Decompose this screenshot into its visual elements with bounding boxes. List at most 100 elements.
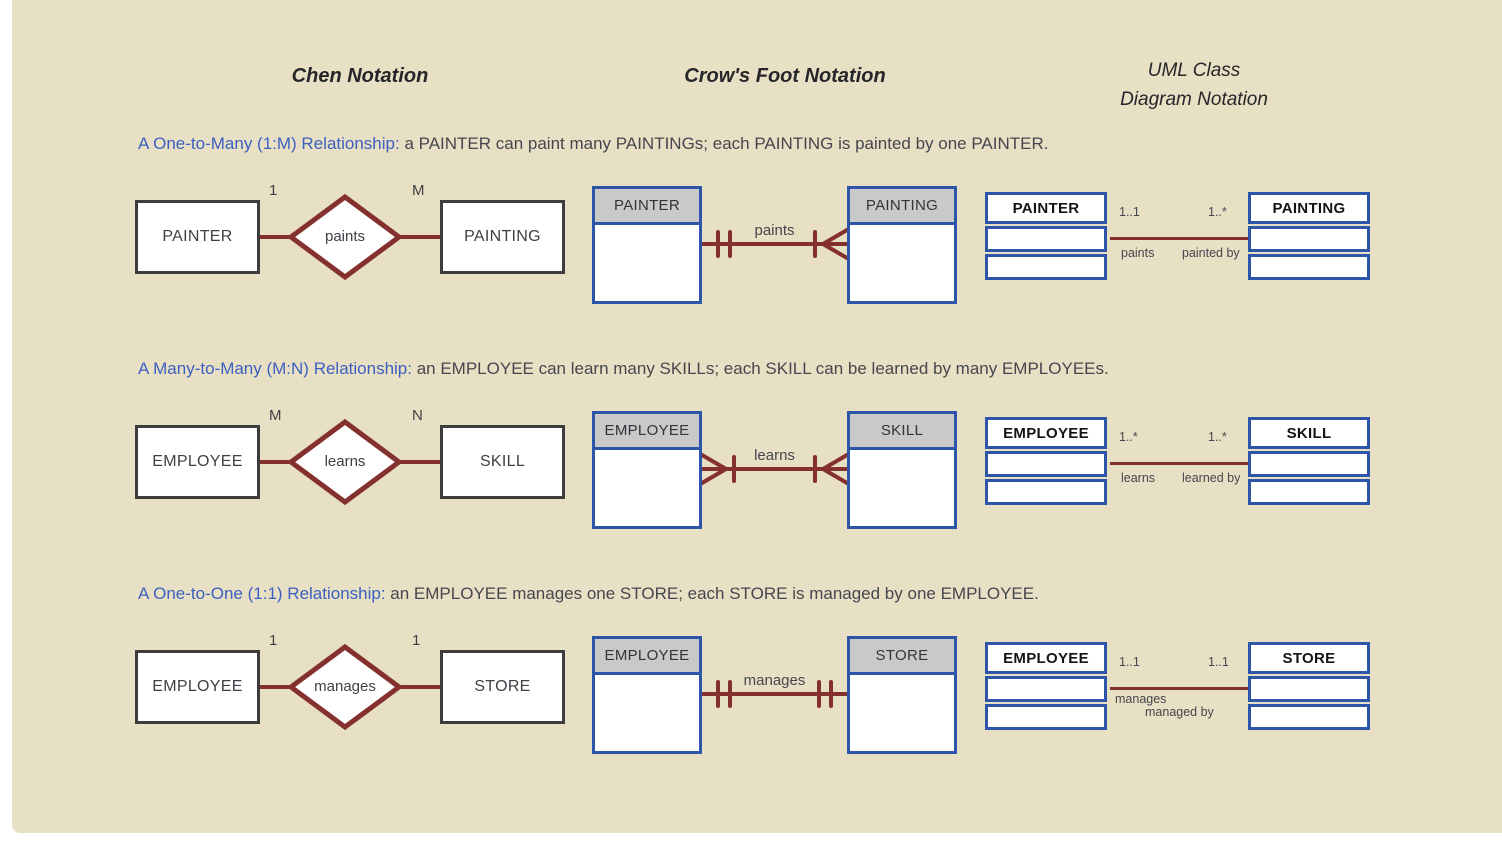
chen-cardinality-label: 1	[269, 182, 278, 199]
chen-cardinality-label: M	[412, 182, 425, 199]
chen-entity-box: EMPLOYEE	[135, 650, 260, 724]
crowsfoot-table-header: PAINTING	[850, 189, 954, 225]
uml-role-label: learns	[1121, 471, 1156, 485]
crowsfoot-entity-table: EMPLOYEE	[592, 411, 702, 529]
uml-attribute-compartment	[1248, 451, 1370, 477]
crowsfoot-table-header: EMPLOYEE	[595, 414, 699, 450]
crowsfoot-entity-table: EMPLOYEE	[592, 636, 702, 754]
uml-attribute-compartment	[985, 451, 1107, 477]
uml-role-label: paints	[1121, 246, 1155, 260]
uml-class-box: EMPLOYEE	[985, 642, 1107, 730]
uml-class-name: EMPLOYEE	[985, 642, 1107, 674]
uml-class-name: SKILL	[1248, 417, 1370, 449]
uml-role-label: learned by	[1182, 471, 1241, 485]
chen-relationship-label: manages	[314, 677, 376, 695]
uml-class-box: PAINTER	[985, 192, 1107, 280]
crowsfoot-table-header: PAINTER	[595, 189, 699, 225]
chen-entity-box: PAINTING	[440, 200, 565, 274]
row-caption: A Many-to-Many (M:N) Relationship: an EM…	[138, 359, 1109, 379]
chen-cardinality-label: 1	[269, 632, 278, 649]
crowsfoot-connector-many-to-many-icon	[702, 453, 847, 485]
uml-role-label: manages	[1115, 692, 1167, 706]
chen-diagram: EMPLOYEE M learns N SKILL	[135, 407, 565, 520]
uml-multiplicity-label: 1..1	[1119, 655, 1140, 669]
uml-class-box: SKILL	[1248, 417, 1370, 505]
uml-class-box: PAINTING	[1248, 192, 1370, 280]
uml-operation-compartment	[1248, 704, 1370, 730]
chen-entity-box: EMPLOYEE	[135, 425, 260, 499]
uml-operation-compartment	[985, 254, 1107, 280]
uml-diagram: EMPLOYEE 1..1 1..1 manages managed by ST…	[985, 642, 1370, 742]
row-caption: A One-to-Many (1:M) Relationship: a PAIN…	[138, 134, 1048, 154]
chen-entity-box: PAINTER	[135, 200, 260, 274]
crowsfoot-diagram: PAINTER paints PAINTING	[592, 186, 960, 311]
column-header-uml-line2: Diagram Notation	[1120, 89, 1268, 111]
relationship-row-one-to-one: A One-to-One (1:1) Relationship: an EMPL…	[0, 584, 1502, 784]
crowsfoot-diagram: EMPLOYEE manages STORE	[592, 636, 960, 761]
uml-multiplicity-label: 1..*	[1208, 430, 1227, 444]
uml-diagram: PAINTER 1..1 1..* paints painted by PAIN…	[985, 192, 1370, 292]
crowsfoot-table-header: STORE	[850, 639, 954, 675]
uml-class-name: PAINTER	[985, 192, 1107, 224]
uml-attribute-compartment	[985, 676, 1107, 702]
uml-multiplicity-label: 1..*	[1208, 205, 1227, 219]
chen-relationship-label: paints	[324, 227, 366, 245]
uml-association-line	[1110, 237, 1248, 240]
caption-relationship-type: A Many-to-Many (M:N) Relationship:	[138, 359, 412, 378]
uml-class-name: EMPLOYEE	[985, 417, 1107, 449]
uml-class-name: PAINTING	[1248, 192, 1370, 224]
chen-cardinality-label: M	[269, 407, 282, 424]
crowsfoot-entity-table: PAINTING	[847, 186, 957, 304]
caption-description: an EMPLOYEE can learn many SKILLs; each …	[411, 359, 1109, 378]
chen-relationship-label: learns	[324, 452, 366, 470]
column-header-crowsfoot: Crow's Foot Notation	[684, 65, 886, 87]
caption-description: a PAINTER can paint many PAINTINGs; each…	[399, 134, 1049, 153]
uml-role-label: painted by	[1182, 246, 1240, 260]
uml-operation-compartment	[985, 704, 1107, 730]
chen-cardinality-label: 1	[412, 632, 421, 649]
uml-multiplicity-label: 1..1	[1119, 205, 1140, 219]
column-header-uml: UML Class Diagram Notation	[1058, 56, 1330, 115]
chen-cardinality-label: N	[412, 407, 423, 424]
crowsfoot-table-header: SKILL	[850, 414, 954, 450]
crowsfoot-table-header: EMPLOYEE	[595, 639, 699, 675]
uml-diagram: EMPLOYEE 1..* 1..* learns learned by SKI…	[985, 417, 1370, 517]
caption-description: an EMPLOYEE manages one STORE; each STOR…	[385, 584, 1039, 603]
column-header-chen: Chen Notation	[291, 65, 429, 87]
uml-class-name: STORE	[1248, 642, 1370, 674]
uml-association-line	[1110, 687, 1248, 690]
chen-entity-box: STORE	[440, 650, 565, 724]
chen-diamond-icon	[286, 643, 404, 731]
row-caption: A One-to-One (1:1) Relationship: an EMPL…	[138, 584, 1039, 604]
caption-relationship-type: A One-to-One (1:1) Relationship:	[138, 584, 386, 603]
chen-diagram: EMPLOYEE 1 manages 1 STORE	[135, 632, 565, 745]
uml-operation-compartment	[985, 479, 1107, 505]
crowsfoot-entity-table: PAINTER	[592, 186, 702, 304]
uml-operation-compartment	[1248, 479, 1370, 505]
crowsfoot-relationship-label: learns	[754, 447, 795, 464]
uml-multiplicity-label: 1..*	[1119, 430, 1138, 444]
crowsfoot-diagram: EMPLOYEE learns SKILL	[592, 411, 960, 536]
crowsfoot-entity-table: STORE	[847, 636, 957, 754]
column-header-uml-line1: UML Class	[1147, 60, 1241, 81]
uml-attribute-compartment	[985, 226, 1107, 252]
crowsfoot-relationship-label: manages	[743, 672, 806, 689]
uml-attribute-compartment	[1248, 676, 1370, 702]
uml-operation-compartment	[1248, 254, 1370, 280]
relationship-row-many-to-many: A Many-to-Many (M:N) Relationship: an EM…	[0, 359, 1502, 559]
chen-diamond-icon	[286, 418, 404, 506]
chen-entity-box: SKILL	[440, 425, 565, 499]
uml-association-line	[1110, 462, 1248, 465]
uml-attribute-compartment	[1248, 226, 1370, 252]
relationship-row-one-to-many: A One-to-Many (1:M) Relationship: a PAIN…	[0, 134, 1502, 334]
caption-relationship-type: A One-to-Many (1:M) Relationship:	[138, 134, 400, 153]
chen-diamond-icon	[286, 193, 404, 281]
uml-class-box: STORE	[1248, 642, 1370, 730]
uml-role-label: managed by	[1145, 705, 1214, 719]
crowsfoot-connector-one-to-many-icon	[702, 228, 847, 260]
chen-diagram: PAINTER 1 paints M PAINTING	[135, 182, 565, 295]
crowsfoot-relationship-label: paints	[754, 222, 795, 239]
crowsfoot-connector-one-to-one-icon	[702, 680, 847, 708]
uml-class-box: EMPLOYEE	[985, 417, 1107, 505]
